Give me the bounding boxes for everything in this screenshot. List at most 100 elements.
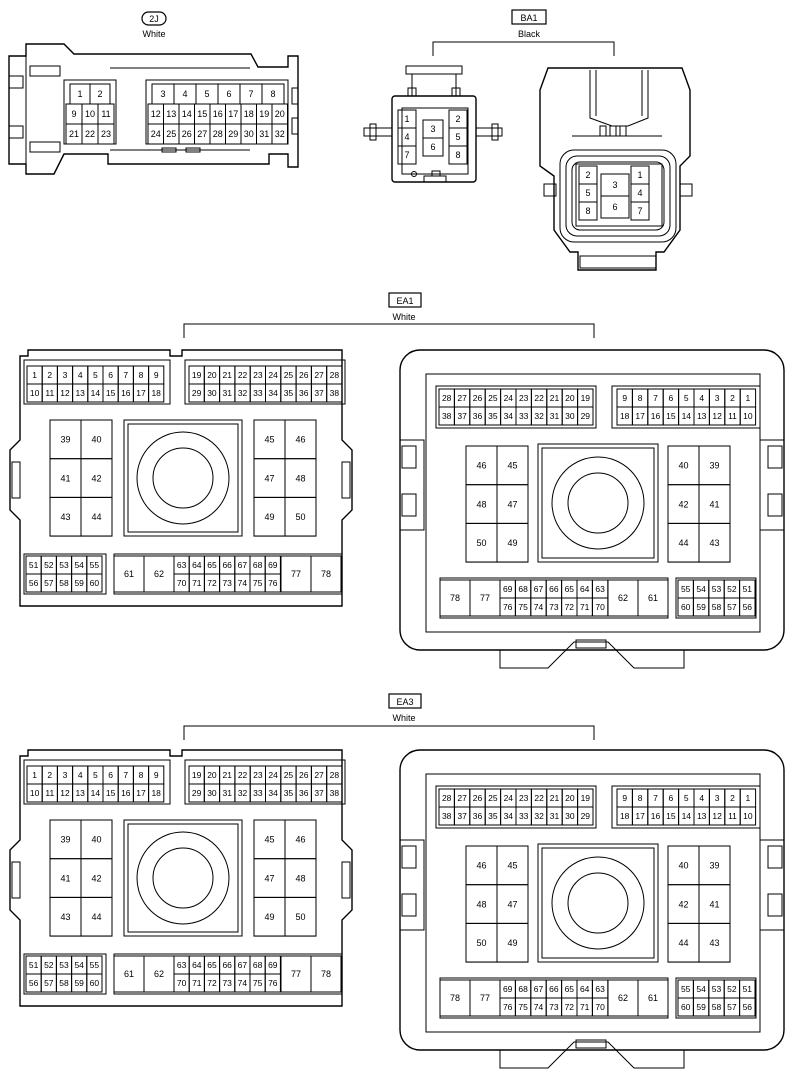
pin-cell: 54 — [692, 979, 710, 999]
pin-cell: 77 — [469, 579, 501, 617]
pin-number: 42 — [91, 873, 101, 883]
pin-cell: 8 — [132, 365, 150, 385]
pin-number: 48 — [295, 473, 305, 483]
pin-cell: 69 — [264, 555, 281, 575]
pin-number: 22 — [238, 770, 248, 780]
pin-number: 1 — [32, 370, 37, 380]
pin-number: 10 — [30, 788, 40, 798]
pin-number: 11 — [101, 109, 110, 119]
pin-cell: 71 — [576, 597, 593, 617]
pin-number: 16 — [121, 788, 131, 798]
pin-cell: 46 — [284, 419, 317, 460]
pin-cell: 75 — [249, 973, 266, 993]
pin-number: 49 — [507, 538, 517, 548]
pin-cell: 3 — [708, 788, 726, 808]
pin-cell: 36 — [469, 406, 486, 426]
pin-cell: 52 — [40, 955, 57, 975]
label-color-ba1: Black — [518, 29, 541, 39]
pin-cell: 43 — [49, 496, 82, 537]
pin-cell: 76 — [264, 973, 281, 993]
pin-number: 19 — [192, 770, 202, 780]
pin-cell: 21 — [546, 388, 563, 408]
pin-number: 72 — [207, 978, 217, 988]
pin-cell: 7 — [397, 145, 417, 165]
pin-number: 53 — [59, 960, 69, 970]
pin-cell: 24 — [500, 788, 517, 808]
pin-cell: 29 — [188, 383, 205, 403]
pin-cell: 48 — [284, 458, 317, 498]
pin-number: 44 — [678, 538, 688, 548]
pin-cell: 52 — [40, 555, 57, 575]
pin-cell: 56 — [739, 597, 756, 617]
pin-number: 54 — [696, 984, 706, 994]
pin-number: 41 — [60, 873, 70, 883]
pin-number: 58 — [59, 978, 69, 988]
pin-number: 50 — [476, 938, 486, 948]
pin-cell: 67 — [530, 979, 547, 999]
pin-number: 10 — [743, 811, 753, 821]
pin-cell: 1 — [739, 788, 757, 808]
pin-cell: 15 — [102, 783, 119, 803]
pin-cell: 56 — [739, 997, 756, 1017]
pin-cell: 67 — [530, 579, 547, 599]
pin-cell: 49 — [253, 896, 286, 937]
label-code-ea3: EA3 — [396, 697, 413, 707]
pin-number: 25 — [284, 370, 294, 380]
pin-cell: 19 — [188, 765, 205, 785]
pin-cell: 11 — [41, 383, 58, 403]
pin-number: 52 — [727, 584, 737, 594]
pin-number: 47 — [264, 873, 274, 883]
pin-number: 43 — [709, 538, 719, 548]
pin-cell: 19 — [188, 365, 205, 385]
pin-number: 50 — [295, 512, 305, 522]
pin-cell: 25 — [484, 388, 502, 408]
pin-cell: 59 — [71, 573, 88, 593]
connector-ba1-small — [363, 65, 503, 183]
pin-number: 8 — [455, 150, 460, 160]
pin-number: 71 — [580, 602, 590, 612]
pin-number: 24 — [151, 129, 161, 139]
pin-cell: 2 — [448, 109, 468, 129]
pin-number: 35 — [488, 411, 498, 421]
pin-number: 26 — [473, 393, 483, 403]
pin-cell: 27 — [453, 788, 471, 808]
pin-cell: 48 — [465, 884, 498, 924]
pin-cell: 53 — [708, 979, 725, 999]
pin-number: 16 — [121, 388, 131, 398]
pin-cell: 18 — [616, 806, 633, 826]
pin-number: 24 — [504, 393, 514, 403]
pin-number: 63 — [595, 584, 605, 594]
pin-number: 48 — [476, 899, 486, 909]
pin-number: 51 — [29, 560, 39, 570]
pin-number: 9 — [71, 109, 76, 119]
pin-cell: 40 — [80, 819, 113, 860]
pin-number: 5 — [455, 132, 460, 142]
pin-cell: 37 — [453, 806, 471, 826]
pin-cell: 16 — [647, 806, 664, 826]
pin-number: 2 — [730, 393, 735, 403]
pin-number: 62 — [154, 569, 164, 579]
pin-number: 36 — [473, 811, 483, 821]
pin-cell: 25 — [484, 788, 502, 808]
pin-number: 1 — [77, 89, 82, 99]
pin-cell: 1 — [26, 365, 43, 385]
pin-cell: 9 — [148, 365, 165, 385]
pin-number: 15 — [106, 788, 116, 798]
pin-cell: 6 — [422, 137, 444, 157]
pin-number: 66 — [222, 560, 232, 570]
pin-cell: 61 — [113, 955, 145, 993]
pin-cell: 8 — [578, 201, 598, 221]
pin-cell: 11 — [724, 406, 741, 426]
pin-cell: 37 — [310, 383, 328, 403]
pin-cell: 16 — [647, 406, 664, 426]
pin-cell: 73 — [219, 573, 236, 593]
pin-cell: 5 — [448, 127, 468, 147]
pin-number: 68 — [518, 584, 528, 594]
pin-cell: 65 — [203, 555, 221, 575]
pin-cell: 30 — [203, 383, 221, 403]
pin-cell: 45 — [253, 419, 286, 460]
bracket-ea3 — [183, 725, 595, 740]
pin-number: 29 — [228, 129, 238, 139]
